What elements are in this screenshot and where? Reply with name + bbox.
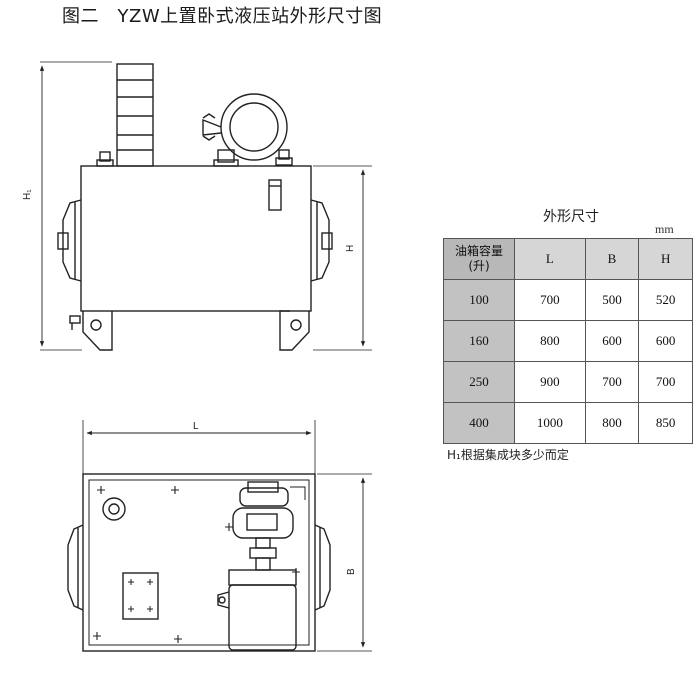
table-row: 100 700 500 520 (443, 279, 693, 321)
foot-left (82, 311, 113, 351)
motor (202, 93, 288, 167)
dim-l-label: L (193, 421, 199, 432)
l-cell: 900 (514, 361, 586, 403)
side-cover-left (62, 199, 82, 282)
oil-tank-front (80, 165, 312, 312)
foot-right (279, 310, 310, 351)
l-cell: 800 (514, 320, 586, 362)
motor-pump-top (217, 481, 297, 651)
capacity-cell: 400 (443, 402, 515, 444)
level-gauge (268, 179, 282, 211)
mounting-plate (122, 572, 159, 620)
side-cover-left-top (67, 524, 84, 611)
column-header-b: B (584, 238, 640, 280)
capacity-header-line1: 油箱容量 (454, 244, 503, 258)
dimension-table-title: 外形尺寸 (543, 209, 599, 225)
h-cell: 520 (638, 279, 693, 321)
h-cell: 850 (638, 402, 693, 444)
table-row: 250 900 700 700 (443, 361, 693, 403)
side-cover-right-top (314, 524, 331, 611)
top-bolt (278, 149, 290, 160)
figure-title: 图二 YZW上置卧式液压站外形尺寸图 (62, 6, 383, 27)
top-bolt-base (275, 157, 293, 166)
unit-label: mm (655, 222, 674, 236)
capacity-cell: 100 (443, 279, 515, 321)
l-cell: 1000 (514, 402, 586, 444)
b-cell: 500 (584, 279, 640, 321)
dim-b-label: B (346, 568, 357, 575)
table-row: 400 1000 800 850 (443, 402, 693, 444)
dimension-table: 油箱容量 (升) L B H 100 700 500 520 160 800 6… (443, 238, 693, 444)
top-view: L (67, 420, 372, 652)
l-cell: 700 (514, 279, 586, 321)
h1-note: H₁根据集成块多少而定 (447, 448, 569, 462)
dim-h-label: H (345, 245, 356, 252)
h-cell: 600 (638, 320, 693, 362)
side-cover-right (310, 199, 330, 282)
capacity-cell: 250 (443, 361, 515, 403)
top-bolt (99, 151, 111, 162)
table-row: 160 800 600 600 (443, 320, 693, 362)
valve-stack (116, 63, 154, 167)
table-header-row: 油箱容量 (升) L B H (443, 238, 693, 280)
capacity-header-line2: (升) (468, 259, 490, 273)
b-cell: 600 (584, 320, 640, 362)
capacity-cell: 160 (443, 320, 515, 362)
dim-h1-label: H₁ (22, 189, 33, 200)
b-cell: 700 (584, 361, 640, 403)
filler-cap (102, 497, 126, 521)
capacity-header: 油箱容量 (升) (443, 238, 515, 280)
front-view: H₁ H (22, 61, 372, 351)
b-cell: 800 (584, 402, 640, 444)
column-header-l: L (514, 238, 586, 280)
h-cell: 700 (638, 361, 693, 403)
column-header-h: H (638, 238, 693, 280)
oil-tank-top (82, 473, 316, 652)
